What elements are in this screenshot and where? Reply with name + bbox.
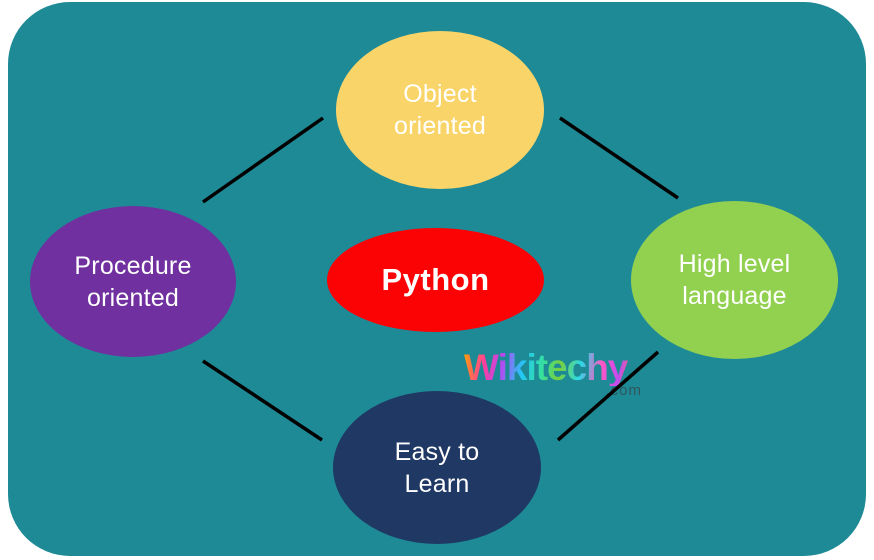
wikitechy-logo-text: Wikitechy xyxy=(464,349,664,386)
node-high-level-language: High level language xyxy=(631,201,838,359)
node-object-oriented: Object oriented xyxy=(336,31,544,189)
node-python-center: Python xyxy=(327,228,544,332)
node-python-label: Python xyxy=(381,262,490,298)
node-easy-to-learn: Easy to Learn xyxy=(333,391,541,544)
node-high-level-language-label: High level language xyxy=(678,250,791,310)
node-procedure-oriented: Procedure oriented xyxy=(30,206,236,357)
node-easy-to-learn-label: Easy to Learn xyxy=(394,437,480,498)
wikitechy-watermark: Wikitechy .com xyxy=(464,349,664,407)
node-procedure-oriented-label: Procedure oriented xyxy=(74,251,192,312)
wikitechy-domain-text: .com xyxy=(605,382,642,399)
node-object-oriented-label: Object oriented xyxy=(394,80,486,140)
